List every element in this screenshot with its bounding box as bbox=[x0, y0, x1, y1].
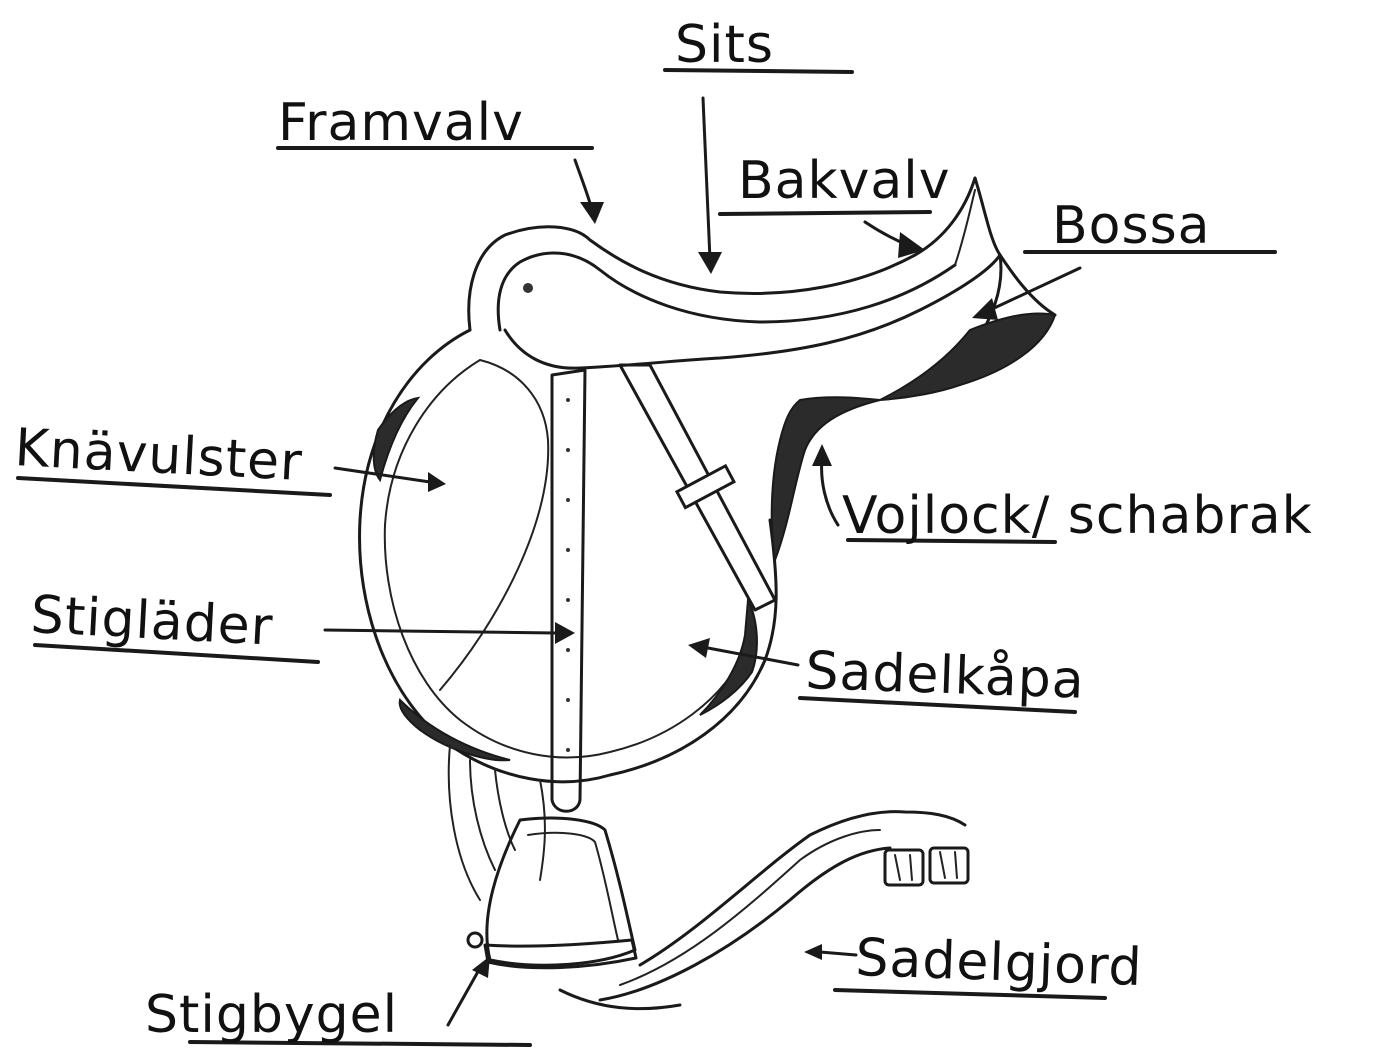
stirrup-iron-inner bbox=[528, 833, 618, 940]
saddle-flap-inner bbox=[385, 360, 748, 757]
label-stiglader: Stigläder bbox=[29, 585, 274, 658]
arrow-stigbygel bbox=[448, 968, 480, 1025]
saddle-flap-outline bbox=[360, 330, 777, 782]
label-arrows bbox=[325, 98, 1080, 1025]
pommel-nail bbox=[523, 283, 533, 293]
seat-lower bbox=[505, 255, 1000, 368]
girth-bottom bbox=[560, 990, 680, 1009]
saddle-drawing bbox=[360, 178, 1055, 1009]
girth-buckle-1 bbox=[885, 850, 923, 885]
label-sadelgjord: Sadelgjord bbox=[855, 928, 1144, 998]
arrow-sadelgjord bbox=[820, 952, 856, 955]
girth-outline-2 bbox=[600, 848, 890, 1000]
label-stigbygel: Stigbygel bbox=[145, 985, 398, 1045]
arrow-stiglader bbox=[325, 630, 555, 633]
panel-shade-top bbox=[880, 313, 1055, 400]
girth-buckle-2 bbox=[930, 848, 968, 883]
flap-shade-right bbox=[700, 600, 757, 715]
arrow-sits bbox=[703, 98, 710, 260]
arrow-bossa bbox=[990, 268, 1080, 310]
knee-roll-outline bbox=[440, 360, 548, 690]
label-framvalv: Framvalv bbox=[278, 93, 524, 153]
stirrup-knob bbox=[468, 933, 482, 947]
label-sits: Sits bbox=[675, 15, 774, 75]
lower-panel-lines bbox=[470, 760, 515, 870]
arrow-vojlock bbox=[822, 458, 838, 525]
part-labels: Sits Framvalv Bakvalv Bossa Knävulster V… bbox=[13, 15, 1312, 1045]
girth-stripe bbox=[620, 830, 880, 985]
label-bossa: Bossa bbox=[1052, 196, 1211, 256]
label-bakvalv: Bakvalv bbox=[738, 151, 951, 211]
stirrup-leather bbox=[552, 370, 585, 811]
flap-shade-bottom bbox=[400, 700, 510, 760]
label-vojlock: Vojlock/ schabrak bbox=[842, 486, 1313, 546]
label-sadelkapa: Sadelkåpa bbox=[805, 641, 1086, 711]
leather-holes bbox=[566, 398, 570, 752]
